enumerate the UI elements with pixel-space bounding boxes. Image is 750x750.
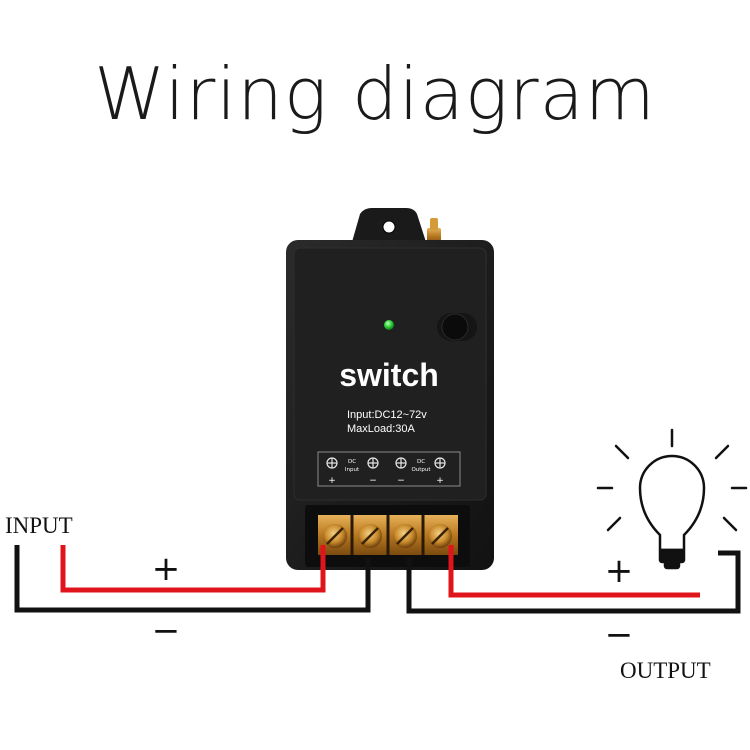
terminal-block bbox=[305, 505, 470, 567]
mounting-tab bbox=[352, 208, 426, 242]
output-plus-sign: + bbox=[605, 551, 634, 591]
terminal-screw-3[interactable] bbox=[393, 524, 417, 548]
terminal-screw-1[interactable] bbox=[323, 524, 347, 548]
legend-plus-2: + bbox=[436, 476, 444, 486]
input-label: INPUT bbox=[5, 513, 73, 538]
status-led-icon bbox=[384, 320, 394, 330]
device-name: switch bbox=[339, 357, 439, 393]
diagram-title: Wiring diagram bbox=[94, 52, 656, 136]
output-minus-sign: − bbox=[605, 615, 634, 655]
light-bulb-icon bbox=[596, 428, 748, 570]
terminal-screw-4[interactable] bbox=[428, 524, 452, 548]
pair-button[interactable] bbox=[437, 313, 477, 341]
legend-minus-1: − bbox=[369, 476, 377, 486]
input-negative-wire bbox=[14, 545, 371, 613]
switch-module: switch Input:DC12~72v MaxLoad:30A + − − … bbox=[286, 240, 494, 570]
output-label: OUTPUT bbox=[620, 658, 711, 683]
output-positive-wire bbox=[448, 545, 700, 598]
input-minus-sign: − bbox=[152, 611, 181, 651]
spec-load: MaxLoad:30A bbox=[347, 423, 416, 435]
output-negative-wire bbox=[406, 550, 741, 614]
spec-input: Input:DC12~72v bbox=[347, 409, 427, 421]
input-positive-wire bbox=[60, 545, 326, 593]
input-plus-sign: + bbox=[152, 549, 181, 589]
legend-minus-2: − bbox=[397, 476, 405, 486]
terminal-screw-2[interactable] bbox=[358, 524, 382, 548]
legend-plus-1: + bbox=[328, 476, 336, 486]
